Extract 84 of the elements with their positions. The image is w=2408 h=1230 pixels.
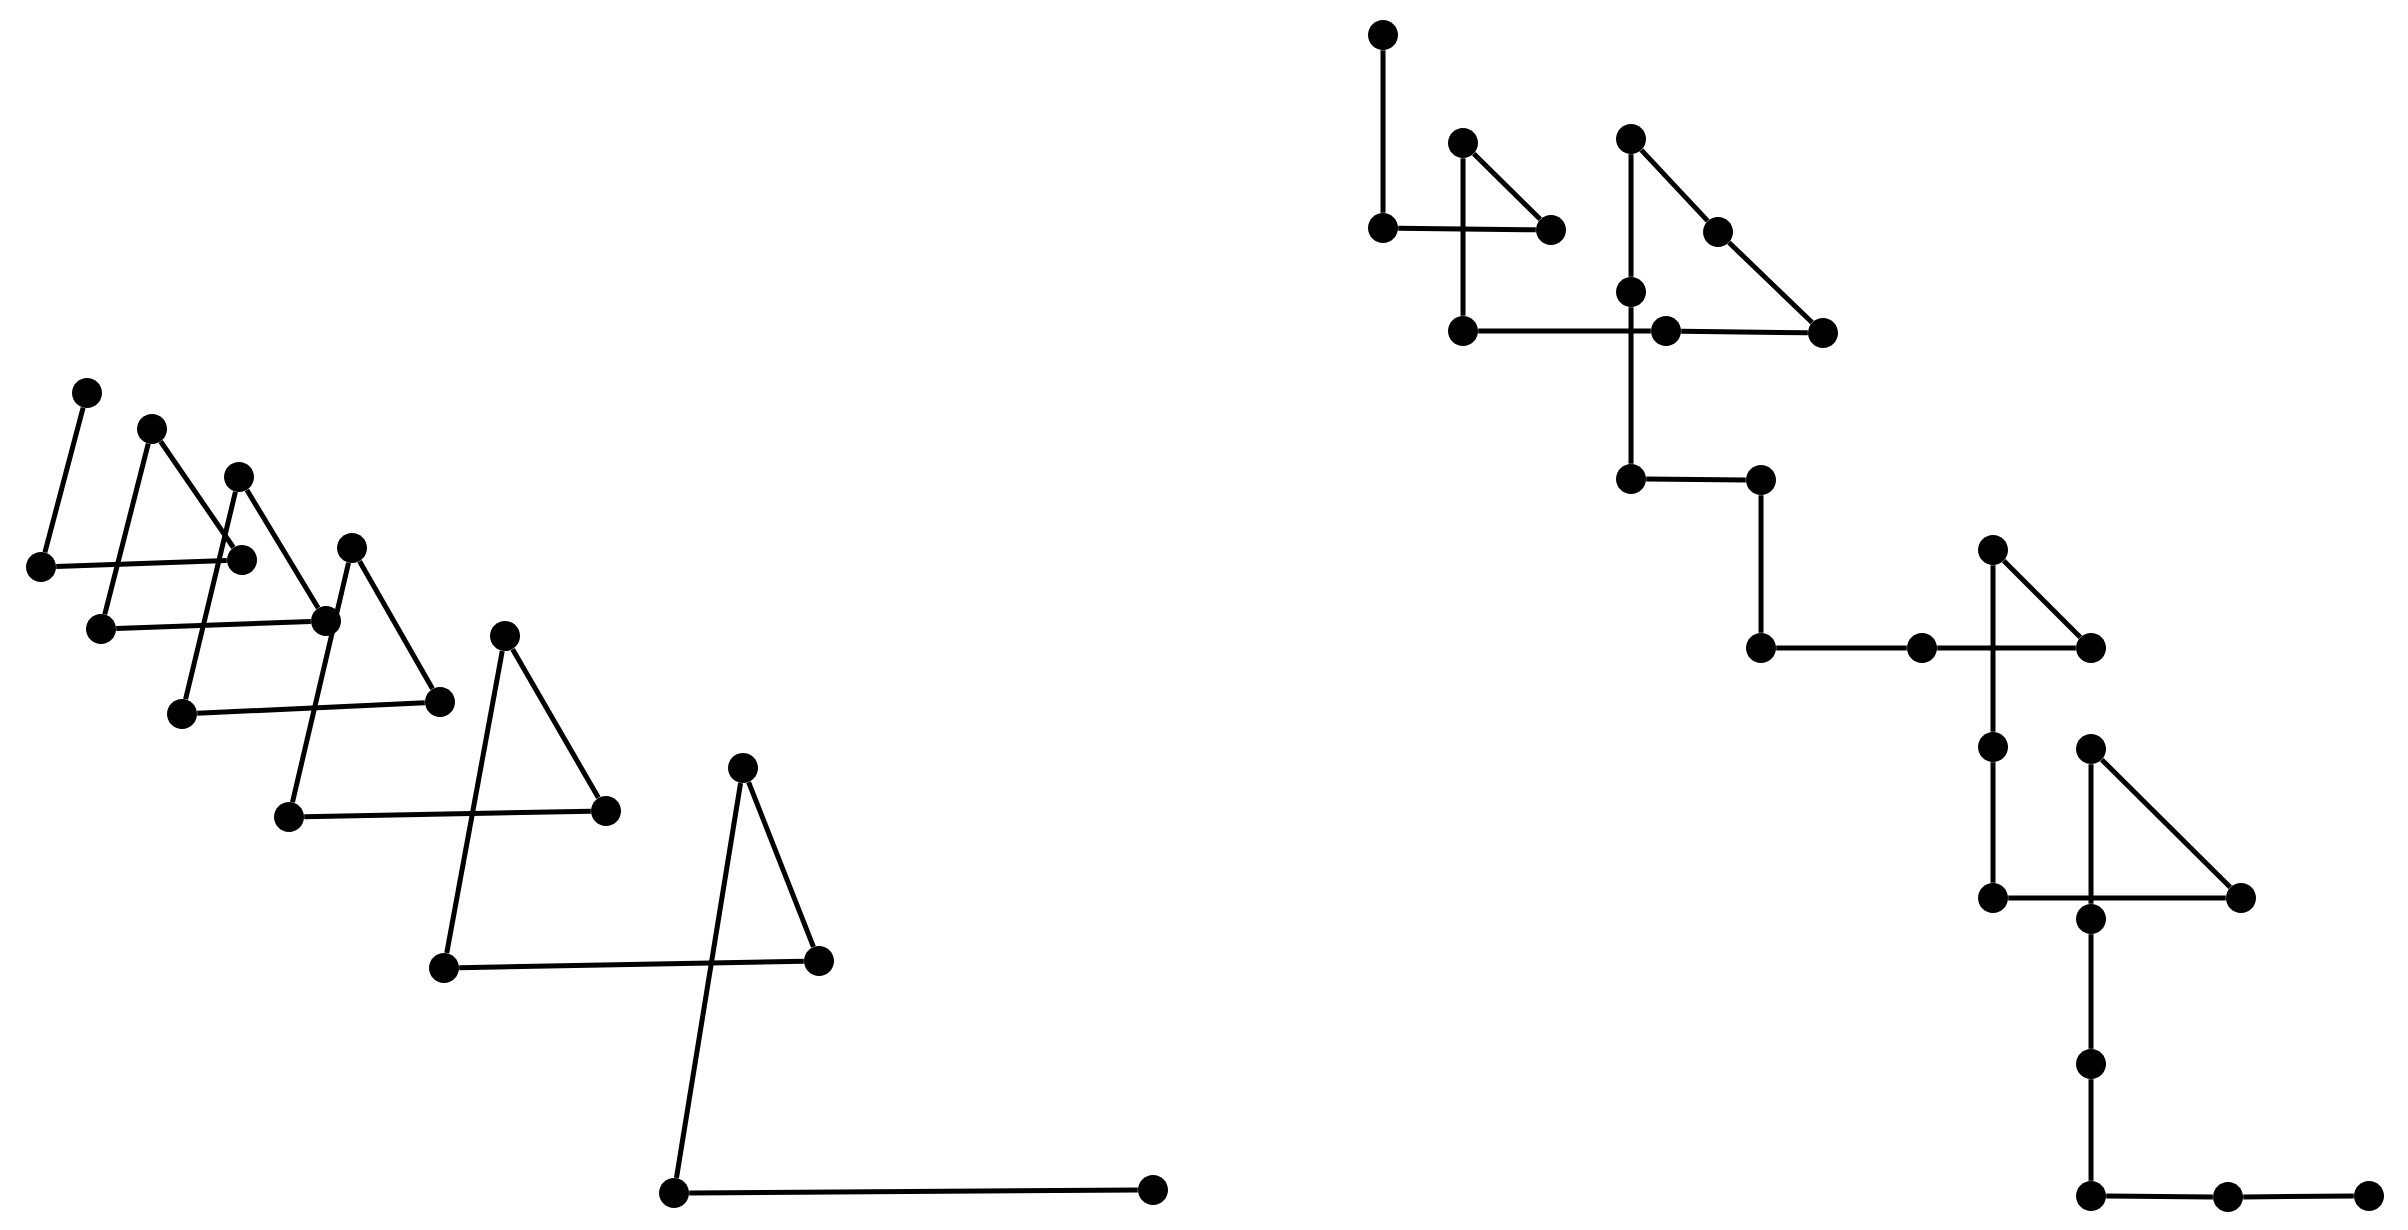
line bbox=[42, 407, 86, 553]
dot bbox=[1448, 316, 1478, 346]
dot bbox=[1746, 465, 1776, 495]
line bbox=[1380, 50, 1386, 213]
dot bbox=[1978, 732, 2008, 762]
line bbox=[2106, 1193, 2213, 1200]
dot bbox=[429, 953, 459, 983]
dot bbox=[1808, 318, 1838, 348]
line bbox=[674, 782, 744, 1179]
dot bbox=[1746, 633, 1776, 663]
dot bbox=[167, 699, 197, 729]
dot bbox=[72, 378, 102, 408]
dot bbox=[1703, 217, 1733, 247]
line bbox=[459, 958, 804, 971]
line bbox=[2002, 558, 2083, 639]
line bbox=[1639, 148, 1710, 223]
dot bbox=[2226, 883, 2256, 913]
dot bbox=[2076, 734, 2106, 764]
dot bbox=[227, 545, 257, 575]
dot bbox=[1536, 215, 1566, 245]
dot bbox=[1368, 20, 1398, 50]
line bbox=[1776, 645, 1907, 651]
line bbox=[158, 440, 236, 549]
line bbox=[2008, 895, 2226, 901]
line bbox=[1990, 762, 1996, 883]
dot bbox=[728, 753, 758, 783]
line bbox=[2088, 764, 2094, 904]
line bbox=[1990, 565, 1996, 732]
line bbox=[1628, 307, 1634, 464]
line bbox=[1937, 645, 2076, 651]
line bbox=[1646, 476, 1746, 483]
dot bbox=[1616, 277, 1646, 307]
dot bbox=[2076, 1049, 2106, 1079]
dot bbox=[224, 462, 254, 492]
dot bbox=[337, 533, 367, 563]
line bbox=[444, 650, 505, 954]
line bbox=[304, 808, 591, 820]
dot bbox=[1368, 213, 1398, 243]
dot bbox=[2076, 633, 2106, 663]
line bbox=[1478, 328, 1651, 334]
line bbox=[1681, 328, 1808, 336]
dot bbox=[1616, 464, 1646, 494]
line bbox=[244, 488, 321, 610]
dot bbox=[1651, 316, 1681, 346]
dot bbox=[591, 796, 621, 826]
dot bbox=[425, 687, 455, 717]
line bbox=[183, 491, 238, 700]
line bbox=[197, 700, 425, 716]
line bbox=[689, 1187, 1138, 1196]
line bbox=[2243, 1193, 2354, 1200]
line bbox=[290, 562, 351, 803]
dot bbox=[86, 614, 116, 644]
dot bbox=[490, 621, 520, 651]
dot bbox=[2213, 1182, 2243, 1212]
line bbox=[2088, 934, 2094, 1049]
dot bbox=[1978, 883, 2008, 913]
line bbox=[1727, 240, 1814, 325]
dot bbox=[1907, 633, 1937, 663]
dot bbox=[26, 552, 56, 582]
dot bbox=[1448, 128, 1478, 158]
line bbox=[1472, 151, 1542, 222]
line bbox=[746, 781, 816, 948]
dot bbox=[1616, 124, 1646, 154]
dot bbox=[804, 946, 834, 976]
line bbox=[102, 443, 151, 615]
dot bbox=[274, 802, 304, 832]
line bbox=[510, 647, 601, 800]
dot bbox=[2076, 1181, 2106, 1211]
line bbox=[1460, 158, 1466, 316]
dot bbox=[659, 1178, 689, 1208]
line bbox=[1758, 495, 1764, 633]
line bbox=[56, 558, 227, 569]
dot bbox=[2076, 904, 2106, 934]
dot bbox=[2354, 1181, 2384, 1211]
dot bbox=[1138, 1175, 1168, 1205]
line bbox=[2088, 1079, 2094, 1181]
dot bbox=[1978, 535, 2008, 565]
dot bbox=[137, 414, 167, 444]
line bbox=[357, 559, 435, 691]
line bbox=[1398, 225, 1536, 233]
line bbox=[2100, 757, 2232, 890]
dot bbox=[311, 606, 341, 636]
line bbox=[116, 619, 311, 631]
line bbox=[1628, 154, 1634, 277]
